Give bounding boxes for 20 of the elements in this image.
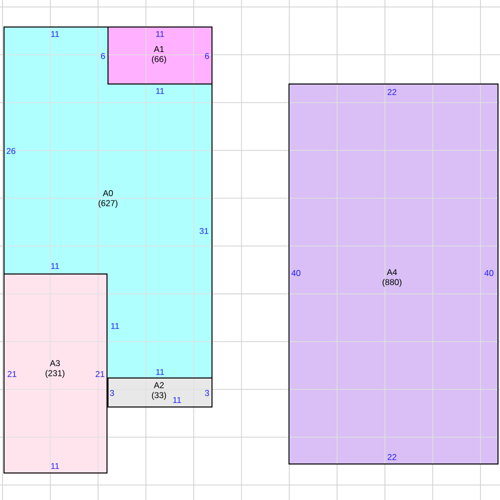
dimension-label: 21 xyxy=(96,371,104,377)
dimension-label: 3 xyxy=(204,390,209,396)
dimension-label: 11 xyxy=(111,323,119,329)
dimension-label: 6 xyxy=(205,53,209,59)
dimension-label: 6 xyxy=(101,53,105,59)
dimension-label: 31 xyxy=(200,228,208,234)
dimension-label: 11 xyxy=(156,88,164,94)
dimension-label: 11 xyxy=(51,263,59,269)
dimension-label: 11 xyxy=(156,31,164,37)
dimension-label: 22 xyxy=(388,89,396,95)
dimension-label: 11 xyxy=(51,463,59,469)
dimension-label: 11 xyxy=(51,31,59,37)
dimension-label: 40 xyxy=(484,270,494,276)
dimension-label: 22 xyxy=(388,454,396,460)
dimension-label: 26 xyxy=(6,148,16,154)
dimension-label: 3 xyxy=(110,390,114,396)
dimension-label: 21 xyxy=(8,371,16,377)
dimension-label: 11 xyxy=(156,369,164,375)
dimension-label: 40 xyxy=(291,270,300,276)
dimension-label: 11 xyxy=(173,397,181,403)
